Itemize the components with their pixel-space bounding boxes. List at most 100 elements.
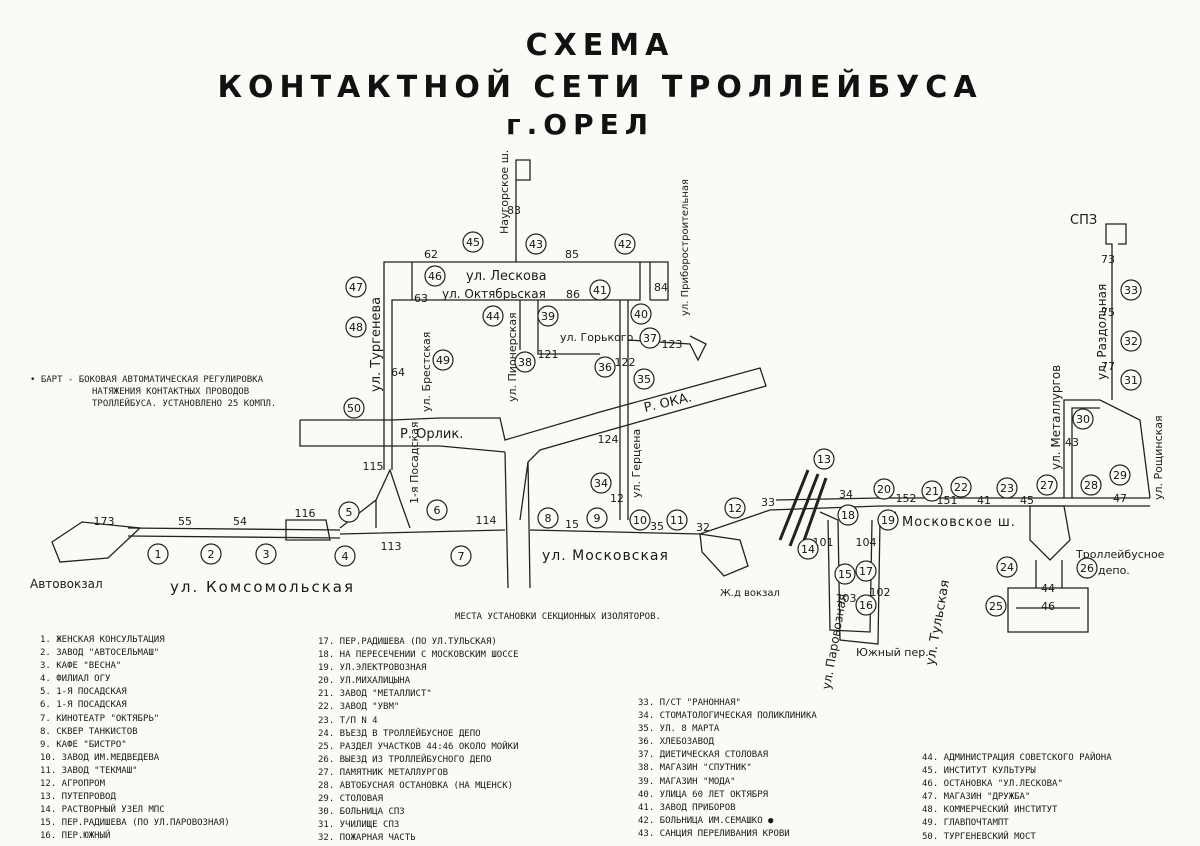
legend-item: 22. ЗАВОД "УВМ": [318, 702, 400, 713]
insulator-47: 47: [345, 276, 367, 298]
insulator-42: 42: [614, 233, 636, 255]
insulator-circle: [255, 543, 277, 565]
legend-item: 8. СКВЕР ТАНКИСТОВ: [40, 726, 138, 737]
insulator-number: 46: [428, 270, 442, 283]
line-number-33: 33: [761, 496, 775, 509]
insulator-circle: [666, 509, 688, 531]
insulator-number: 11: [670, 514, 684, 527]
legend-item: 19. УЛ.ЭЛЕКТРОВОЗНАЯ: [318, 663, 427, 674]
insulator-34: 34: [590, 472, 612, 494]
insulator-number: 40: [634, 308, 648, 321]
line-number-75: 75: [1101, 306, 1115, 319]
insulator-circle: [855, 560, 877, 582]
line-number-63: 63: [414, 292, 428, 305]
legend-item: 11. ЗАВОД "ТЕКМАШ": [40, 765, 138, 776]
line-number-102: 102: [870, 586, 891, 599]
insulator-20: 20: [873, 478, 895, 500]
line-number-54: 54: [233, 515, 247, 528]
insulator-circle: [630, 303, 652, 325]
insulator-circle: [1072, 408, 1094, 430]
line-number-83: 83: [507, 204, 521, 217]
insulator-number: 18: [841, 509, 855, 522]
gertsena-line: [619, 300, 629, 520]
insulator-circle: [950, 476, 972, 498]
insulator-circle: [1109, 464, 1131, 486]
razdolnaya-line: [1105, 223, 1127, 400]
legend-item: 21. ЗАВОД "МЕТАЛЛИСТ": [318, 689, 432, 700]
insulator-circle: [334, 545, 356, 567]
insulator-number: 37: [643, 332, 657, 345]
label-yuzhny: Южный пер.: [856, 646, 929, 659]
line-number-47: 47: [1113, 492, 1127, 505]
node-116-box: [285, 519, 331, 541]
legend-item: 49. ГЛАВПОЧТАМПТ: [922, 818, 1009, 829]
legend-item: 39. МАГАЗИН "МОДА": [638, 776, 736, 787]
line-number-84: 84: [654, 281, 668, 294]
insulator-circle: [855, 594, 877, 616]
insulator-7: 7: [450, 545, 472, 567]
insulator-11: 11: [666, 509, 688, 531]
insulator-number: 45: [466, 236, 480, 249]
insulator-circle: [1120, 330, 1142, 352]
legend-item: 42. БОЛЬНИЦА ИМ.СЕМАШКО ●: [638, 815, 774, 826]
insulator-number: 34: [594, 477, 608, 490]
label-komsomolskaya: ул. Комсомольская: [170, 578, 355, 596]
depot-box: [1007, 587, 1089, 633]
insulator-50: 50: [343, 397, 365, 419]
insulator-12: 12: [724, 497, 746, 519]
insulator-circle: [877, 509, 899, 531]
moskovskaya-line: [339, 529, 701, 535]
insulator-number: 6: [434, 504, 441, 517]
insulator-13: 13: [813, 448, 835, 470]
insulator-number: 7: [458, 550, 465, 563]
insulator-2: 2: [200, 543, 222, 565]
line-number-113: 113: [381, 540, 402, 553]
insulator-number: 47: [349, 281, 363, 294]
line-number-122: 122: [615, 356, 636, 369]
insulator-14: 14: [797, 538, 819, 560]
insulator-22: 22: [950, 476, 972, 498]
pionerskaya-lines: [519, 300, 600, 355]
legend-item: 10. ЗАВОД ИМ.МЕДВЕДЕВА: [40, 752, 160, 763]
legend-item: 24. ВЪЕЗД В ТРОЛЛЕЙБУСНОЕ ДЕПО: [318, 728, 481, 739]
legend-item: 40. УЛИЦА 60 ЛЕТ ОКТЯБРЯ: [638, 789, 769, 800]
legend-item: 44. АДМИНИСТРАЦИЯ СОВЕТСКОГО РАЙОНА: [922, 753, 1112, 763]
legend-item: 36. ХЛЕБОЗАВОД: [638, 737, 714, 748]
legend-item: 2. ЗАВОД "АВТОСЕЛЬМАШ": [40, 648, 160, 659]
insulator-number: 22: [954, 481, 968, 494]
insulator-29: 29: [1109, 464, 1131, 486]
legend-title: МЕСТА УСТАНОВКИ СЕКЦИОННЫХ ИЗОЛЯТОРОВ.: [455, 612, 661, 622]
insulator-circle: [639, 327, 661, 349]
label-parovoznaya: ул. Паровозная: [819, 593, 850, 691]
legend-item: 32. ПОЖАРНАЯ ЧАСТЬ: [318, 833, 416, 844]
insulator-10: 10: [629, 509, 651, 531]
insulator-4: 4: [334, 545, 356, 567]
insulator-37: 37: [639, 327, 661, 349]
line-number-44: 44: [1041, 582, 1055, 595]
insulator-number: 43: [529, 238, 543, 251]
gorkogo-loop: [627, 335, 707, 362]
insulator-circle: [594, 356, 616, 378]
insulator-number: 39: [541, 310, 555, 323]
insulator-number: 2: [208, 548, 215, 561]
insulator-number: 5: [346, 506, 353, 519]
insulator-49: 49: [432, 349, 454, 371]
oktyabrskaya-line: [391, 262, 641, 470]
label-metallurgov: ул. Металлургов: [1049, 365, 1063, 470]
legend-item: 48. КОММЕРЧЕСКИЙ ИНСТИТУТ: [922, 805, 1058, 816]
river-branch: [504, 451, 531, 589]
insulator-number: 31: [1124, 374, 1138, 387]
legend-item: 35. УЛ. 8 МАРТА: [638, 724, 720, 735]
label-naugorskoe: Наугорское ш.: [498, 150, 511, 234]
legend-item: 26. ВЫЕЗД ИЗ ТРОЛЛЕЙБУСНОГО ДЕПО: [318, 754, 492, 765]
insulator-6: 6: [426, 499, 448, 521]
insulator-circle: [450, 545, 472, 567]
legend-item: 14. РАСТВОРНЫЙ УЗЕЛ МПС: [40, 805, 165, 816]
insulator-circle: [985, 595, 1007, 617]
insulator-25: 25: [985, 595, 1007, 617]
depot-lines: [1035, 560, 1063, 588]
line-number-85: 85: [565, 248, 579, 261]
legend-item: 1. ЖЕНСКАЯ КОНСУЛЬТАЦИЯ: [40, 635, 165, 645]
